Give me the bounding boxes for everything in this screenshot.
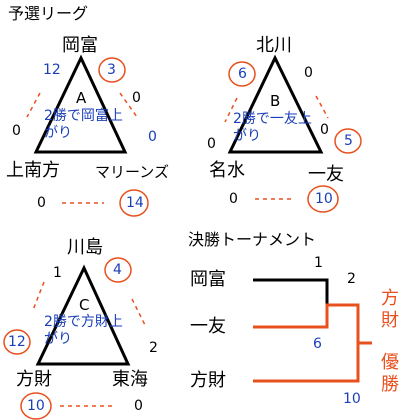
league-a-team-top: 岡富 (62, 35, 98, 56)
tournament-team-hozai: 方財 (190, 370, 226, 391)
league-a-score-right-upper: 0 (148, 129, 157, 145)
league-b-circle-top (228, 61, 256, 87)
league-c-dash-right (131, 298, 146, 326)
tournament-winner-label: 優勝 (381, 352, 399, 395)
league-c-letter: C (79, 296, 90, 314)
league-c-team-right: 東海 (112, 369, 148, 390)
league-c-score-bottom-right: 0 (134, 398, 143, 414)
tournament-score-match1-top: 1 (314, 255, 323, 271)
league-c-score-left-lower: 12 (8, 334, 26, 350)
league-c-score-top-left: 1 (53, 265, 62, 281)
league-c-triangle (35, 264, 131, 366)
tournament-title: 決勝トーナメント (188, 230, 317, 249)
league-a-team-right: マリーンズ (95, 163, 169, 181)
league-b-circle-right (334, 128, 362, 154)
tournament-team-okatomi: 岡富 (190, 269, 226, 290)
bracket-line-okatomi (253, 278, 329, 305)
league-b-score-bottom-right: 10 (315, 191, 333, 207)
league-b-team-right: 一友 (308, 164, 344, 185)
league-a-letter: A (76, 89, 87, 107)
league-b-score-left-upper: 0 (207, 136, 216, 152)
tournament-score-final-bottom: 10 (343, 391, 361, 407)
league-b-note: 2勝で一友上がり (233, 111, 312, 144)
league-c-team-left: 方財 (16, 369, 52, 390)
league-b-dash-right (315, 95, 329, 119)
league-a-score-top-left: 3 (107, 62, 116, 78)
bracket-line-hozai (253, 341, 372, 383)
league-c-score-bottom-left: 10 (27, 398, 45, 414)
league-a-score-bottom-right: 14 (126, 195, 144, 211)
tournament-score-match1-bottom: 6 (313, 336, 322, 352)
league-c-dash-left (32, 281, 45, 311)
league-b-score-right-upper: 0 (320, 122, 329, 138)
league-b-score-right-lower: 5 (344, 133, 353, 149)
league-a-score-left-lower: 0 (12, 123, 21, 139)
league-b-team-left: 名水 (209, 160, 245, 181)
league-b-score-top-right: 0 (304, 65, 313, 81)
league-b-letter: B (270, 92, 281, 110)
league-b-score-top-left: 6 (238, 66, 247, 82)
league-a-note: 2勝で岡富上がり (44, 108, 123, 141)
league-b-team-top: 北川 (256, 35, 292, 56)
tournament-score-final-top: 2 (347, 271, 356, 287)
league-a-team-left: 上南方 (6, 160, 60, 181)
tournament-team-ichitomo: 一友 (190, 316, 226, 337)
bracket-line-ichitomo (253, 303, 360, 343)
league-a-dash-left (26, 92, 41, 118)
league-c-note: 2勝で方財上がり (44, 314, 123, 347)
league-c-score-top-right: 4 (113, 262, 122, 278)
prelim-title: 予選リーグ (8, 4, 89, 23)
league-a-score-left-upper: 12 (43, 62, 61, 78)
league-b-circle-bottom (307, 185, 339, 213)
league-a-triangle (33, 54, 128, 154)
league-c-team-top: 川島 (67, 237, 103, 258)
league-a-circle-bottom (119, 189, 149, 217)
league-a-score-top-right: 0 (132, 90, 141, 106)
league-c-circle-bottom (20, 392, 52, 420)
league-b-score-bottom-left: 0 (229, 191, 238, 207)
league-c-score-right-lower: 2 (149, 340, 158, 356)
league-c-circle-top (104, 257, 132, 283)
league-c-circle-left (3, 329, 31, 355)
tournament-winner-name: 方財 (381, 288, 399, 331)
league-b-triangle (227, 54, 324, 154)
league-a-circle-top (98, 57, 126, 83)
league-a-dash-right (119, 92, 138, 118)
league-a-score-bottom-left: 0 (37, 195, 46, 211)
